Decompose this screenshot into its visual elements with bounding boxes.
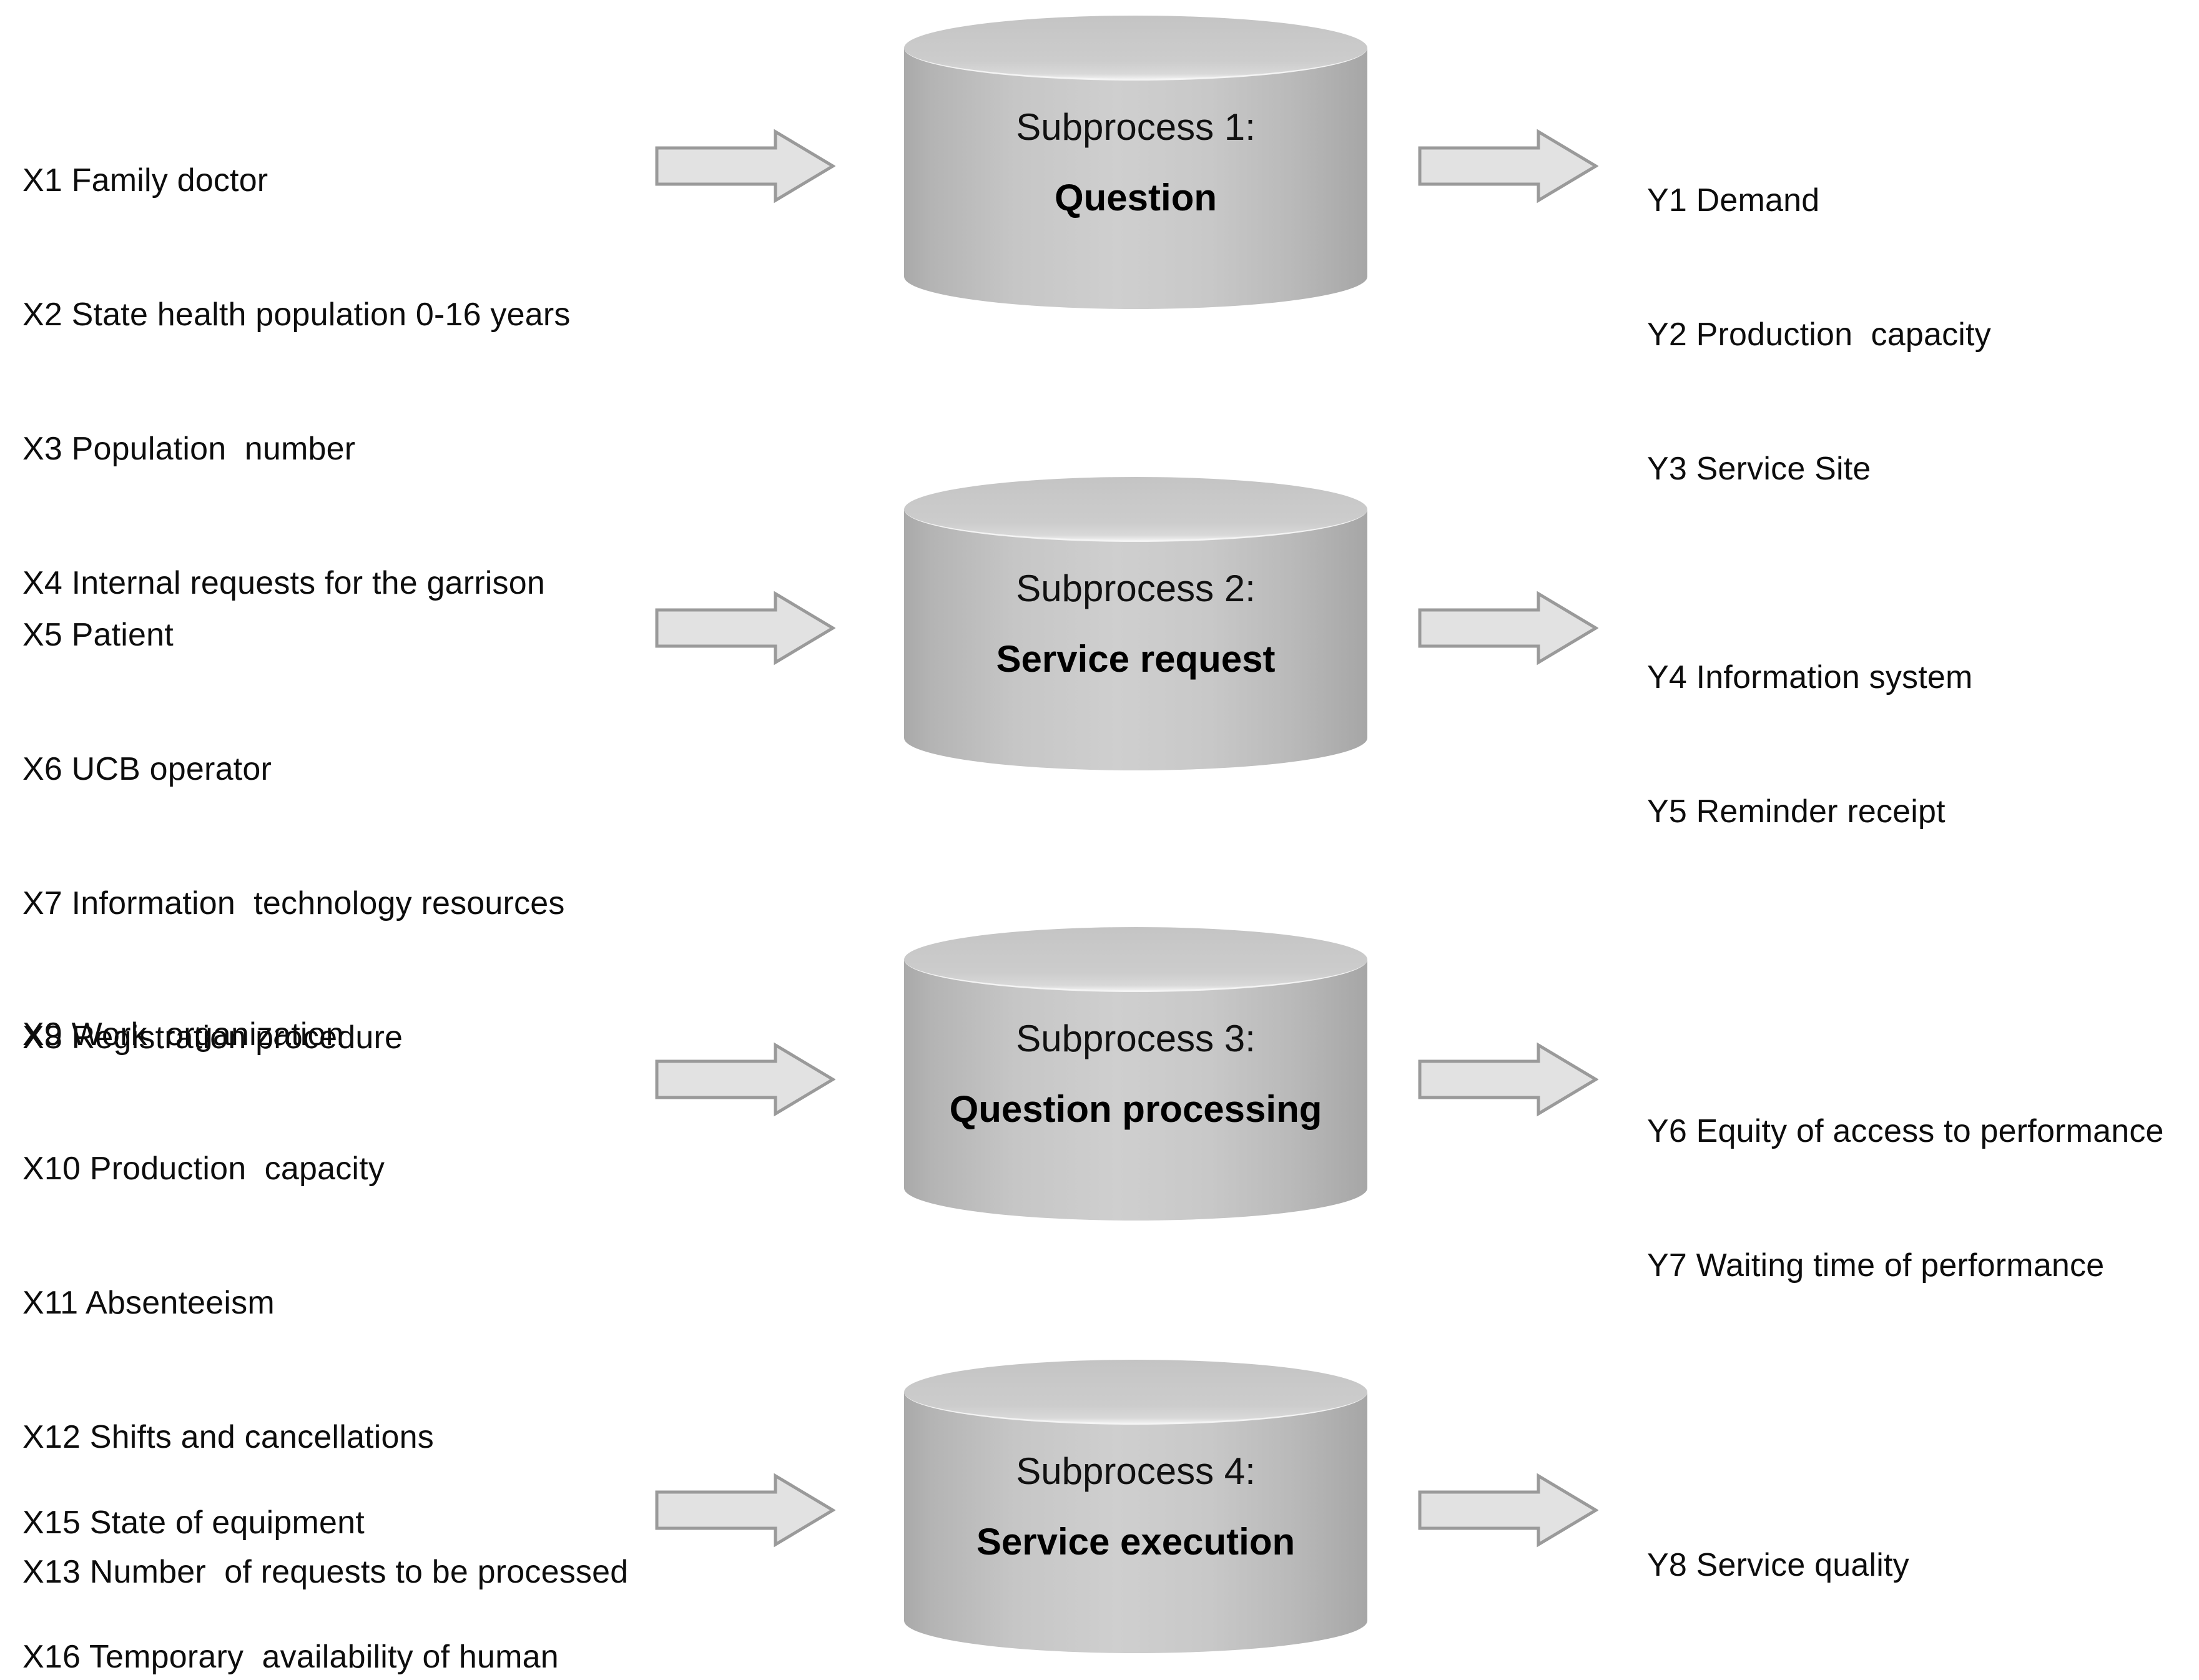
input-list-1: X1 Family doctor X2 State health populat… — [22, 69, 647, 696]
process-name: Question — [1054, 177, 1217, 219]
process-row-2: X5 Patient X6 UCB operator X7 Informatio… — [0, 449, 2199, 1056]
right-arrow-icon — [654, 1472, 835, 1548]
input-item: X13 Number of requests to be processed — [22, 1553, 629, 1590]
output-item: Y6 Equity of access to performance — [1647, 1113, 2164, 1149]
process-row-4: X15 State of equipment X16 Temporary ava… — [0, 1336, 2199, 1680]
process-cylinder-2: Subprocess 2: Service request — [904, 477, 1367, 770]
input-item: X8 Registration procedure — [22, 1019, 403, 1056]
cylinder-body — [904, 48, 1367, 277]
right-arrow-icon — [654, 128, 835, 204]
output-item: Y2 Production capacity — [1647, 316, 1991, 353]
input-item: X7 Information technology resources — [22, 885, 565, 921]
cylinder-body — [904, 960, 1367, 1188]
process-label-3: Subprocess 3: Question processing — [904, 1011, 1367, 1136]
process-label-2: Subprocess 2: Service request — [904, 561, 1367, 686]
process-title: Subprocess 1: — [1016, 106, 1256, 148]
output-item: Y1 Demand — [1647, 182, 1820, 219]
output-list-1: Y1 Demand Y2 Production capacity Y3 Serv… — [1647, 89, 2199, 581]
process-name: Service execution — [976, 1521, 1296, 1563]
output-list-3: Y6 Equity of access to performance Y7 Wa… — [1647, 1019, 2199, 1378]
output-item: Y4 Information system — [1647, 659, 1973, 695]
right-arrow-icon — [1417, 128, 1598, 204]
input-list-2: X5 Patient X6 UCB operator X7 Informatio… — [22, 523, 647, 1151]
output-item: Y7 Waiting time of performance — [1647, 1247, 2105, 1284]
cylinder-top-ellipse — [904, 1360, 1367, 1425]
process-title: Subprocess 2: — [1016, 567, 1256, 609]
right-arrow-icon — [1417, 1472, 1598, 1548]
input-item: X10 Production capacity — [22, 1150, 385, 1187]
input-item: X2 State health population 0-16 years — [22, 296, 571, 333]
input-item: X16 Temporary availability of human reso… — [22, 1638, 559, 1675]
right-arrow-icon — [654, 590, 835, 666]
input-item: X4 Internal requests for the garrison — [22, 565, 545, 602]
input-item: X1 Family doctor — [22, 162, 268, 199]
input-item: X11 Absenteeism — [22, 1285, 275, 1321]
cylinder-top-ellipse — [904, 927, 1367, 992]
cylinder-body — [904, 509, 1367, 738]
process-row-1: X1 Family doctor X2 State health populat… — [0, 0, 2199, 601]
input-item: X3 Population number — [22, 431, 356, 467]
output-item: Y3 Service Site — [1647, 451, 1871, 487]
process-row-3: X9 Work organization X10 Production capa… — [0, 899, 2199, 1590]
cylinder-top-ellipse — [904, 16, 1367, 81]
input-list-3: X9 Work organization X10 Production capa… — [22, 923, 684, 1680]
process-title: Subprocess 3: — [1016, 1018, 1256, 1059]
cylinder-body — [904, 1392, 1367, 1621]
cylinder-top-ellipse — [904, 477, 1367, 542]
input-item: X5 Patient — [22, 616, 174, 653]
process-cylinder-1: Subprocess 1: Question — [904, 16, 1367, 309]
process-cylinder-4: Subprocess 4: Service execution — [904, 1360, 1367, 1653]
input-item: X12 Shifts and cancellations — [22, 1419, 434, 1456]
process-name: Service request — [996, 638, 1276, 680]
output-item: Y9 Time of stay in the waiting room — [1647, 1678, 2199, 1680]
input-item: X15 State of equipment — [22, 1504, 365, 1541]
right-arrow-icon — [1417, 1041, 1598, 1118]
process-cylinder-3: Subprocess 3: Question processing — [904, 927, 1367, 1221]
process-name: Question processing — [949, 1088, 1322, 1130]
right-arrow-icon — [1417, 590, 1598, 666]
input-item: X9 Work organization — [22, 1016, 344, 1053]
input-item: X6 UCB operator — [22, 750, 272, 787]
process-label-4: Subprocess 4: Service execution — [904, 1444, 1367, 1569]
output-list-4: Y8 Service quality Y9 Time of stay in th… — [1647, 1453, 2199, 1680]
input-list-4: X15 State of equipment X16 Temporary ava… — [22, 1411, 584, 1680]
process-label-1: Subprocess 1: Question — [904, 100, 1367, 225]
output-list-2: Y4 Information system Y5 Reminder receip… — [1647, 566, 2199, 924]
output-item: Y5 Reminder receipt — [1647, 793, 1946, 830]
process-title: Subprocess 4: — [1016, 1450, 1256, 1492]
output-item: Y8 Service quality — [1647, 1546, 1909, 1583]
right-arrow-icon — [654, 1041, 835, 1118]
